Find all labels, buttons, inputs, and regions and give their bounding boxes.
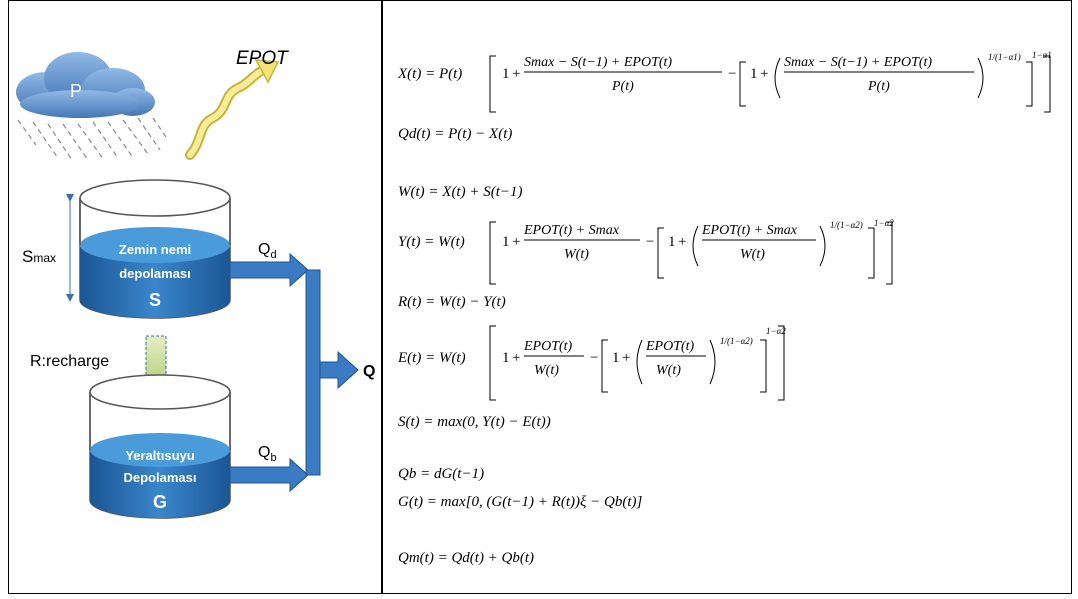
svg-text:1/(1−α2): 1/(1−α2) (830, 220, 863, 230)
bottom-tank-label-2: Depolaması (124, 470, 197, 485)
bottom-tank-label-1: Yeraltısuyu (125, 448, 194, 463)
top-tank-symbol: S (149, 290, 161, 310)
svg-text:W(t): W(t) (564, 247, 589, 262)
svg-text:Y(t) = W(t): Y(t) = W(t) (398, 234, 465, 250)
svg-text:+: + (678, 234, 686, 250)
svg-text:EPOT(t): EPOT(t) (523, 339, 573, 354)
svg-text:X(t) = P(t): X(t) = P(t) (397, 66, 462, 82)
svg-text:1/(1−α1): 1/(1−α1) (988, 52, 1021, 62)
svg-text:−: − (728, 66, 736, 82)
svg-text:Smax − S(t−1) + EPOT(t): Smax − S(t−1) + EPOT(t) (524, 55, 672, 70)
svg-text:−: − (590, 350, 598, 366)
svg-text:1: 1 (612, 350, 620, 366)
qd-label: Qd (258, 241, 277, 261)
svg-text:W(t): W(t) (740, 247, 765, 262)
svg-text:1−α1: 1−α1 (1032, 50, 1052, 60)
svg-text:P(t): P(t) (611, 79, 634, 94)
flow-arrows (229, 252, 359, 493)
svg-text:1: 1 (750, 66, 758, 82)
svg-text:1/(1−α2): 1/(1−α2) (720, 336, 753, 346)
svg-text:−: − (646, 234, 654, 250)
svg-text:E(t) = W(t): E(t) = W(t) (397, 350, 466, 366)
svg-text:P(t): P(t) (867, 79, 890, 94)
top-tank-label-2: depolaması (119, 266, 191, 281)
svg-text:1: 1 (502, 350, 510, 366)
svg-text:1: 1 (502, 234, 510, 250)
equation-s: S(t) = max(0, Y(t) − E(t)) (398, 414, 551, 430)
svg-text:+: + (760, 66, 768, 82)
q-total-label: Q (363, 363, 375, 380)
tank-diagram: P EPOT Smax Zemin nemi depolaması S R:re… (16, 48, 375, 519)
svg-text:W(t): W(t) (534, 363, 559, 378)
svg-text:EPOT(t): EPOT(t) (645, 339, 695, 354)
equation-w: W(t) = X(t) + S(t−1) (398, 184, 523, 200)
evaporation-arrow-icon (185, 59, 280, 160)
equation-y: Y(t) = W(t) 1 + EPOT(t) + Smax W(t) − 1 … (398, 218, 894, 285)
equation-qb: Qb = dG(t−1) (398, 466, 484, 482)
svg-text:1−α2: 1−α2 (874, 218, 894, 228)
equation-g: G(t) = max[0, (G(t−1) + R(t))ξ − Qb(t)] (398, 494, 643, 510)
column-divider (381, 0, 383, 594)
svg-text:+: + (512, 66, 520, 82)
epot-label: EPOT (236, 48, 289, 69)
svg-text:1: 1 (502, 66, 510, 82)
equation-x: X(t) = P(t) 1 + Smax − S(t−1) + EPOT(t) … (397, 50, 1052, 113)
qb-label: Qb (258, 444, 277, 464)
equation-r: R(t) = W(t) − Y(t) (397, 294, 506, 310)
smax-label: Smax (22, 247, 56, 266)
svg-text:EPOT(t) + Smax: EPOT(t) + Smax (701, 223, 798, 238)
equation-qm: Qm(t) = Qd(t) + Qb(t) (398, 550, 534, 566)
svg-text:Smax − S(t−1) + EPOT(t): Smax − S(t−1) + EPOT(t) (784, 55, 932, 70)
equation-e: E(t) = W(t) 1 + EPOT(t) W(t) − 1 + EPOT(… (397, 325, 786, 401)
svg-text:EPOT(t) + Smax: EPOT(t) + Smax (523, 223, 620, 238)
svg-text:W(t): W(t) (656, 363, 681, 378)
equation-qd: Qd(t) = P(t) − X(t) (398, 126, 512, 142)
groundwater-tank (89, 374, 231, 519)
recharge-label: R:recharge (30, 353, 109, 370)
svg-text:+: + (512, 234, 520, 250)
svg-text:1−α2: 1−α2 (766, 326, 786, 336)
top-tank-label-1: Zemin nemi (119, 242, 191, 257)
equations-panel: X(t) = P(t) 1 + Smax − S(t−1) + EPOT(t) … (397, 50, 1052, 566)
svg-text:+: + (512, 350, 520, 366)
rain-cloud-icon (16, 52, 169, 161)
svg-text:+: + (622, 350, 630, 366)
precip-label: P (70, 81, 82, 101)
bottom-tank-symbol: G (153, 492, 167, 512)
soil-moisture-tank (79, 179, 231, 319)
svg-text:1: 1 (668, 234, 676, 250)
